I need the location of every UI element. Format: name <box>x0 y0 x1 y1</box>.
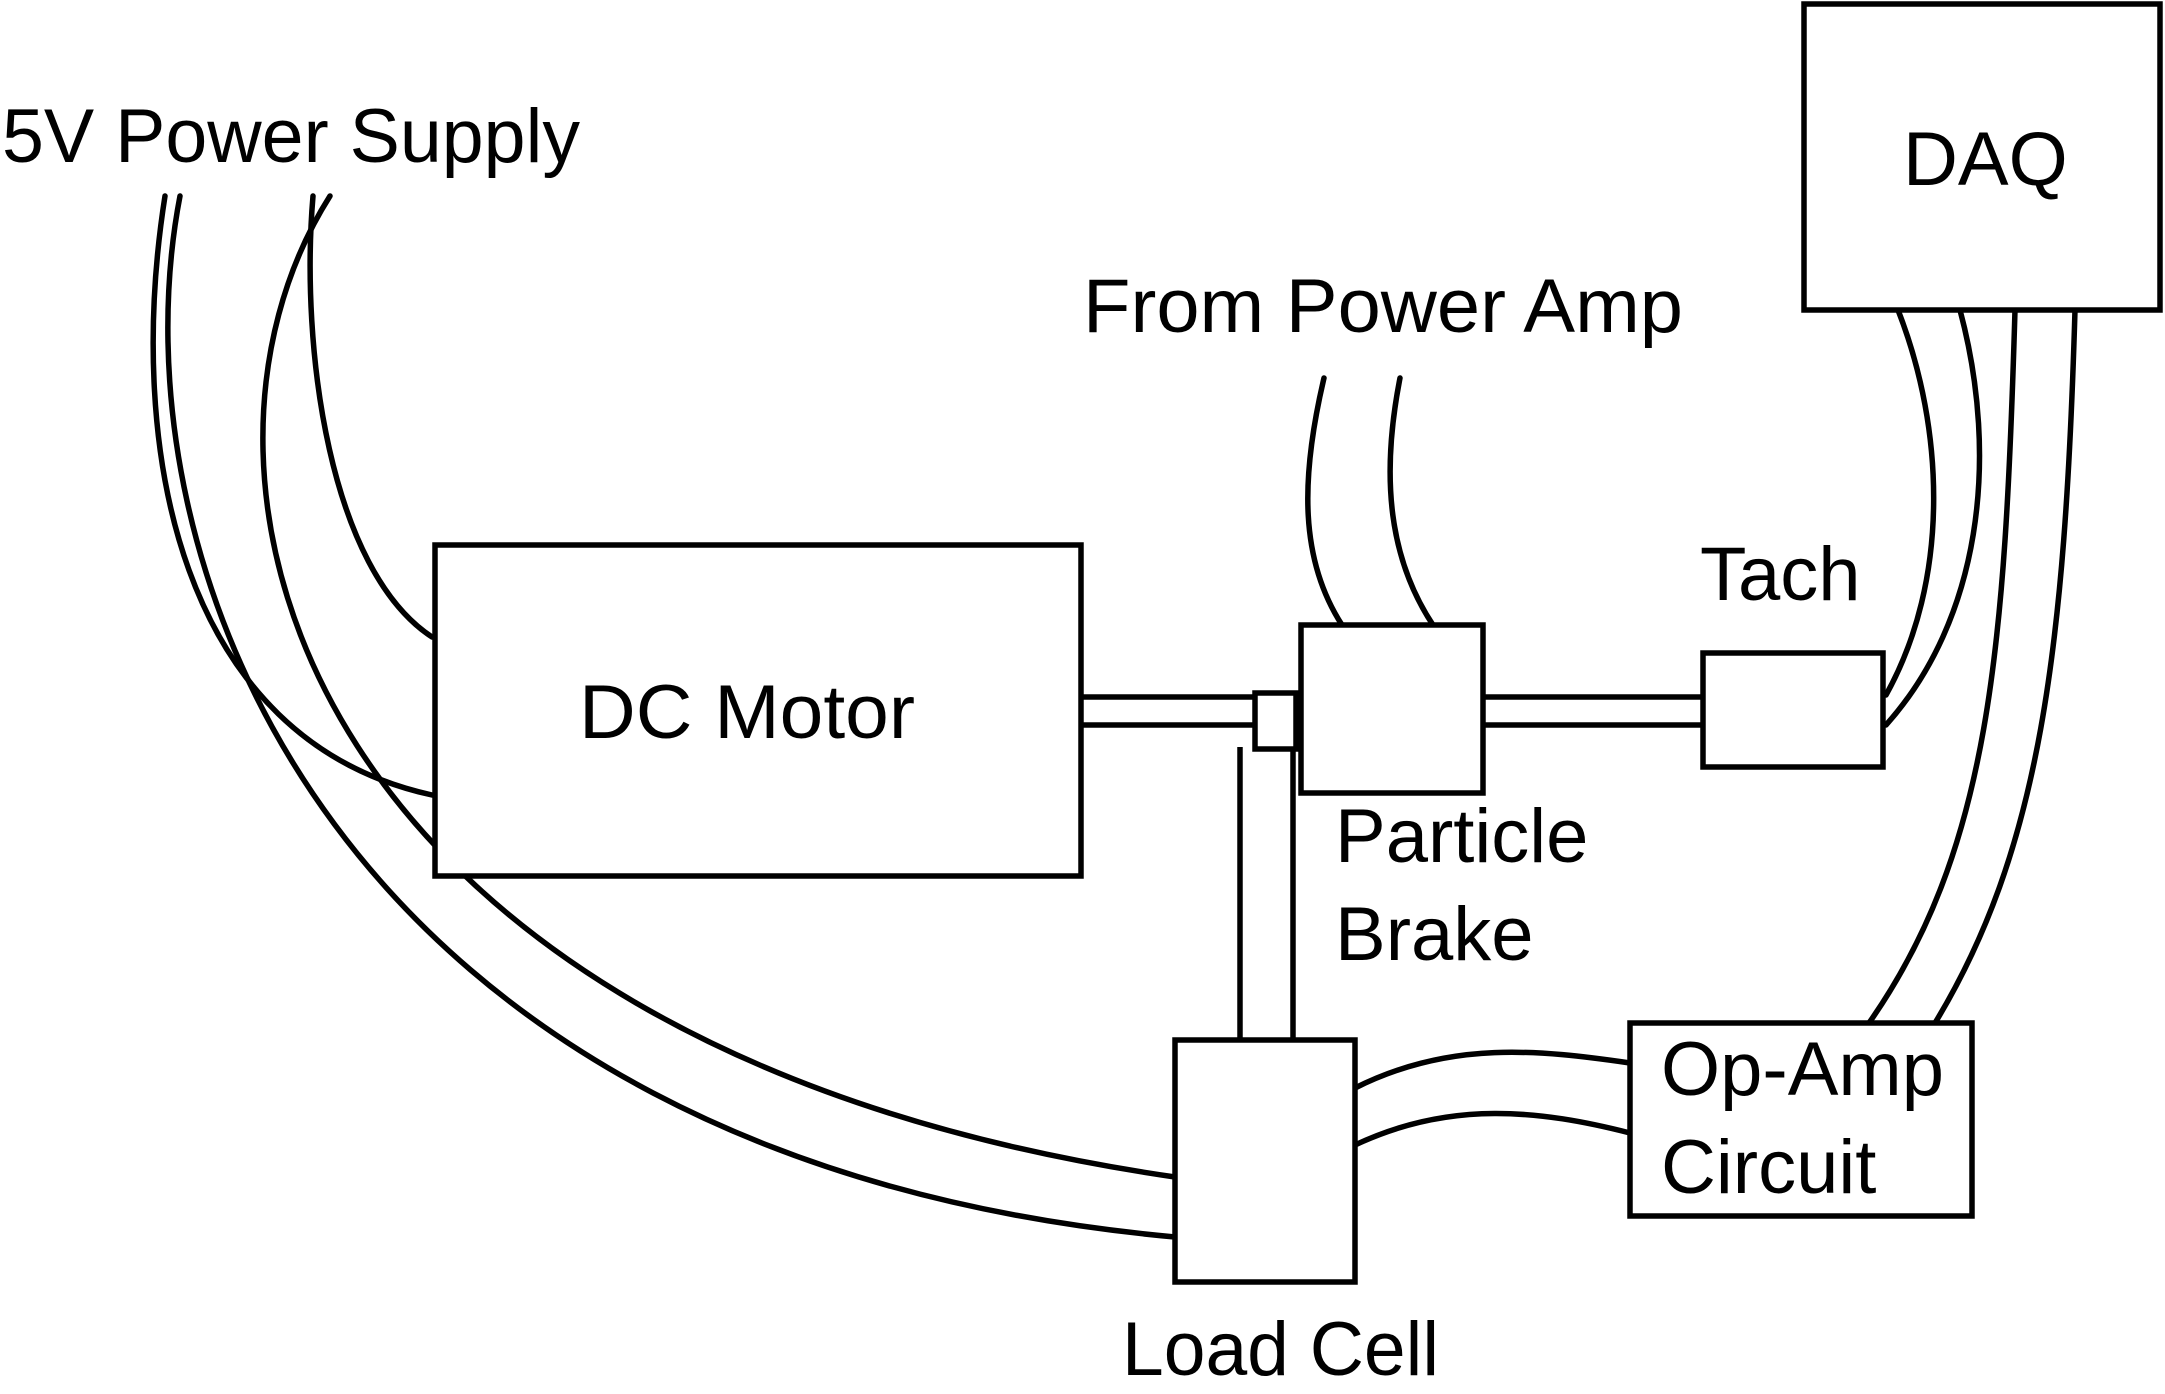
motor-shaft <box>1082 694 1255 728</box>
dc-motor-label: DC Motor <box>579 670 915 755</box>
load-cell-label: Load Cell <box>1122 1307 1439 1392</box>
load-cell-box <box>1172 1037 1358 1285</box>
particle-brake-label-line2: Brake <box>1335 892 1534 977</box>
opamp-label-line1: Op-Amp <box>1661 1027 1944 1112</box>
power-wire-3 <box>260 193 1178 1180</box>
power-amp-wire-2 <box>1387 375 1436 628</box>
daq-opamp-wire-2 <box>1932 307 2078 1026</box>
power-wire-4 <box>307 193 435 640</box>
from-power-amp-label: From Power Amp <box>1083 264 1683 349</box>
tach-label: Tach <box>1700 532 1861 617</box>
daq-box <box>1801 1 2163 313</box>
tach-box <box>1700 650 1886 770</box>
dc-motor-box <box>432 542 1084 879</box>
particle-brake-box <box>1298 622 1486 796</box>
opamp-circuit-box <box>1627 1020 1975 1219</box>
opamp-label-line2: Circuit <box>1661 1125 1876 1210</box>
loadcell-opamp-wire-1 <box>1352 1049 1633 1091</box>
load-arm <box>1237 747 1296 1040</box>
power-supply-label: 5V Power Supply <box>2 94 580 179</box>
coupling-box <box>1252 690 1299 752</box>
tach-shaft <box>1483 694 1703 728</box>
power-wire-1 <box>165 193 1178 1240</box>
daq-tach-wire-1 <box>1883 307 1937 698</box>
daq-tach-wire-2 <box>1883 307 1983 728</box>
daq-label: DAQ <box>1903 117 2068 202</box>
particle-brake-label-line1: Particle <box>1335 794 1588 879</box>
power-wire-2 <box>150 193 435 798</box>
loadcell-opamp-wire-2 <box>1352 1110 1633 1148</box>
daq-opamp-wire-1 <box>1866 307 2018 1026</box>
power-amp-wire-1 <box>1305 375 1345 628</box>
